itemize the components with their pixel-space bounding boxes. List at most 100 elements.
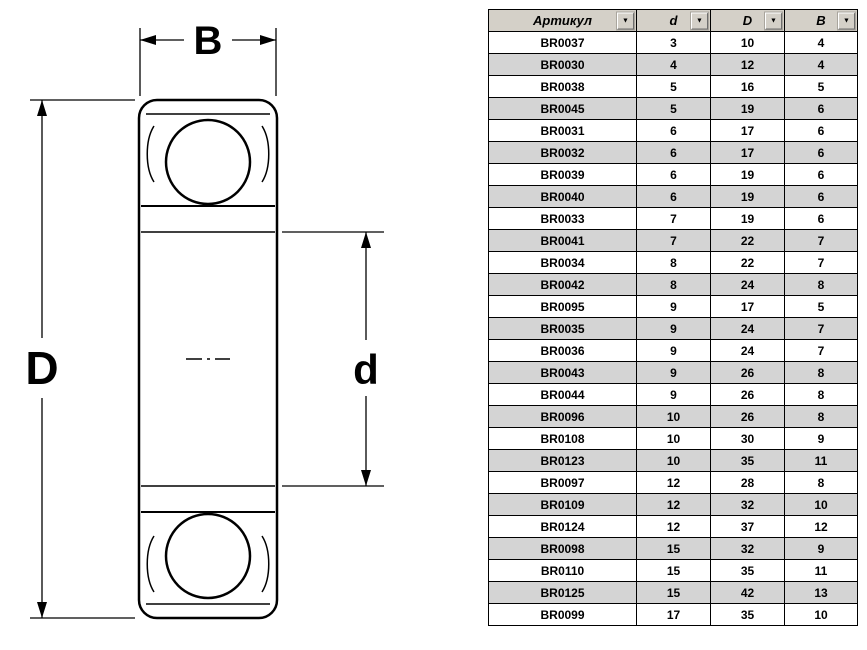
arrowhead-right [260,35,276,45]
cell-d: 5 [636,97,711,120]
cell-d: 6 [636,185,711,208]
col-header-B: B ▼ [784,9,858,32]
cell-D: 42 [710,581,785,604]
col-header-d: d ▼ [636,9,711,32]
bottom-right-shield [261,535,270,593]
width-label: B [194,19,223,63]
cell-D: 35 [710,449,785,472]
cell-D: 12 [710,53,785,76]
header-row: Артикул ▼ d ▼ D ▼ [488,9,858,32]
col-label-articul: Артикул [533,13,592,28]
cell-d: 9 [636,339,711,362]
dimension-B [139,28,277,96]
cell-articul: BR0108 [488,427,637,450]
cell-D: 26 [710,405,785,428]
cell-articul: BR0095 [488,295,637,318]
cell-articul: BR0042 [488,273,637,296]
cell-d: 8 [636,273,711,296]
cell-B: 10 [784,603,858,626]
cell-B: 6 [784,97,858,120]
cell-d: 12 [636,515,711,538]
cell-B: 8 [784,471,858,494]
cell-articul: BR0043 [488,361,637,384]
cell-articul: BR0035 [488,317,637,340]
cell-d: 4 [636,53,711,76]
cell-D: 19 [710,163,785,186]
cell-d: 7 [636,207,711,230]
cell-d: 3 [636,31,711,54]
cell-B: 11 [784,559,858,582]
cell-B: 6 [784,141,858,164]
dimension-D [30,99,135,619]
cell-d: 15 [636,559,711,582]
cell-D: 32 [710,537,785,560]
table-header: Артикул ▼ d ▼ D ▼ [488,9,858,32]
cell-D: 35 [710,603,785,626]
cell-D: 10 [710,31,785,54]
cell-D: 32 [710,493,785,516]
bore-diameter-label: d [353,346,379,393]
cell-D: 17 [710,295,785,318]
filter-dropdown-D[interactable]: ▼ [765,12,782,29]
cell-B: 12 [784,515,858,538]
cell-articul: BR0040 [488,185,637,208]
cell-articul: BR0041 [488,229,637,252]
cell-d: 10 [636,405,711,428]
filter-arrow-icon: ▼ [622,17,629,24]
arrowhead-down [37,602,47,618]
cell-D: 35 [710,559,785,582]
top-left-shield [146,125,155,183]
cell-B: 7 [784,251,858,274]
cell-d: 6 [636,163,711,186]
cell-articul: BR0030 [488,53,637,76]
cell-d: 9 [636,317,711,340]
cell-articul: BR0031 [488,119,637,142]
cell-D: 24 [710,317,785,340]
filter-dropdown-B[interactable]: ▼ [838,12,855,29]
arrowhead-up [361,232,371,248]
cell-articul: BR0123 [488,449,637,472]
cell-B: 6 [784,119,858,142]
cell-B: 8 [784,273,858,296]
arrowhead-up [37,100,47,116]
filter-dropdown-d[interactable]: ▼ [691,12,708,29]
spec-table-container: Артикул ▼ d ▼ D ▼ [488,9,858,626]
cell-d: 5 [636,75,711,98]
cell-articul: BR0098 [488,537,637,560]
cell-d: 9 [636,383,711,406]
cell-articul: BR0099 [488,603,637,626]
cell-articul: BR0044 [488,383,637,406]
cell-D: 22 [710,229,785,252]
cell-B: 9 [784,537,858,560]
cell-B: 7 [784,339,858,362]
cell-articul: BR0096 [488,405,637,428]
arrowhead-left [140,35,156,45]
cell-B: 7 [784,317,858,340]
outer-diameter-label: D [25,342,58,394]
cell-D: 16 [710,75,785,98]
cell-articul: BR0037 [488,31,637,54]
cell-D: 19 [710,97,785,120]
filter-dropdown-articul[interactable]: ▼ [617,12,634,29]
